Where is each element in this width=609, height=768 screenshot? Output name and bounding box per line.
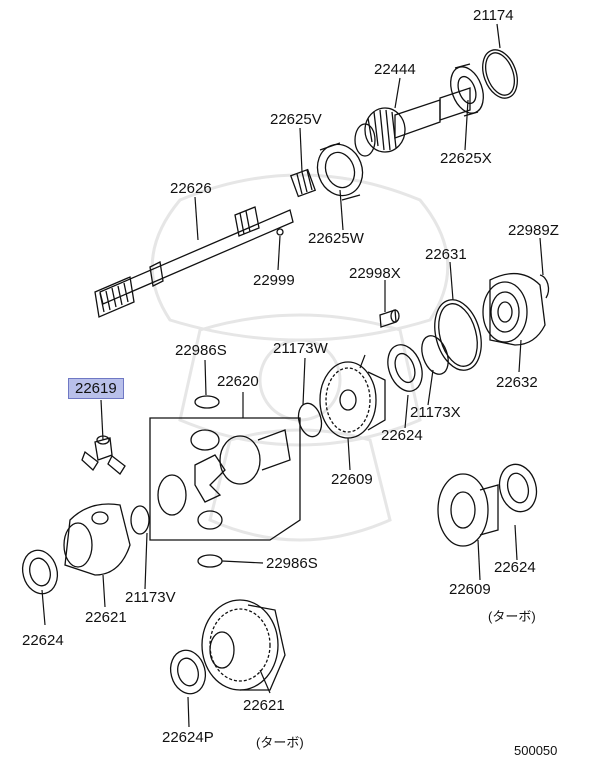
part-label-22620[interactable]: 22620 (217, 373, 259, 390)
part-label-22624P[interactable]: 22624P (162, 729, 214, 746)
bearing-22624-left (21, 549, 59, 595)
bearing-22624-mid (387, 344, 423, 392)
part-label-22998X[interactable]: 22998X (349, 265, 401, 282)
part-label-22624-right[interactable]: 22624 (494, 559, 536, 576)
bolt-22998X (379, 309, 400, 328)
part-label-22626[interactable]: 22626 (170, 180, 212, 197)
part-label-22989Z[interactable]: 22989Z (508, 222, 559, 239)
part-label-22621-left[interactable]: 22621 (85, 609, 127, 626)
part-label-22624-left[interactable]: 22624 (22, 632, 64, 649)
bearing-22625X (450, 63, 484, 117)
bearing-22624P (169, 649, 207, 695)
bearing-22625W (316, 142, 364, 201)
part-label-22625V[interactable]: 22625V (270, 111, 322, 128)
shim-21173X (421, 335, 449, 375)
turbo-note-bottom: (ターボ) (256, 735, 304, 750)
bearing-22624-right (498, 463, 538, 513)
needle-bearing-22625V (289, 168, 317, 198)
part-label-22624-mid[interactable]: 22624 (381, 427, 423, 444)
differential-assembly-22620 (149, 417, 301, 541)
part-label-22444[interactable]: 22444 (374, 61, 416, 78)
shim-21173V (130, 505, 150, 535)
flange-22609-right (437, 473, 499, 547)
part-label-21174[interactable]: 21174 (473, 7, 514, 24)
part-label-21173X[interactable]: 21173X (410, 404, 461, 421)
part-label-22631[interactable]: 22631 (425, 246, 467, 263)
ball-22999 (276, 228, 284, 236)
part-label-22999[interactable]: 22999 (253, 272, 295, 289)
part-label-22625W[interactable]: 22625W (308, 230, 364, 247)
part-label-22609-mid[interactable]: 22609 (331, 471, 373, 488)
leader-lines (41, 23, 544, 728)
main-shaft-22626 (94, 206, 294, 318)
part-label-22609-right[interactable]: 22609 (449, 581, 491, 598)
case-22621-bottom (201, 599, 286, 691)
snap-ring-21174 (482, 49, 518, 99)
ring-gear-22631 (434, 299, 482, 371)
part-label-22621-bottom[interactable]: 22621 (243, 697, 285, 714)
part-label-22625X[interactable]: 22625X (440, 150, 492, 167)
part-label-22986S-top[interactable]: 22986S (175, 342, 227, 359)
snap-ring-22989Z (539, 274, 550, 299)
housing-22632 (482, 273, 546, 346)
gear-22609-mid (319, 361, 386, 439)
pinion-shaft-22619 (81, 435, 126, 475)
part-label-22986S-bottom[interactable]: 22986S (266, 555, 318, 572)
part-label-21173W[interactable]: 21173W (273, 340, 328, 357)
diagram-ref-code: 500050 (514, 743, 558, 758)
washer-22986S-top (194, 395, 220, 409)
part-label-21173V[interactable]: 21173V (125, 589, 176, 606)
case-22621-left (63, 503, 131, 576)
part-label-22619[interactable]: 22619 (68, 378, 124, 399)
gear-shaft-22444 (354, 87, 471, 157)
part-label-22632[interactable]: 22632 (496, 374, 538, 391)
turbo-note-right: (ターボ) (488, 609, 536, 624)
washer-22986S-bottom (197, 554, 223, 568)
